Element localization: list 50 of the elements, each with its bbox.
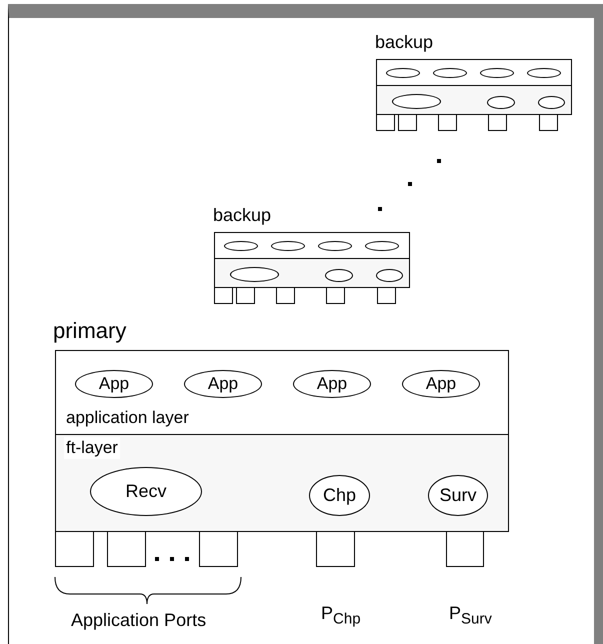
process-ellipse: Chp <box>309 475 370 516</box>
process-ellipse <box>538 96 565 109</box>
port-box <box>438 114 457 131</box>
process-ellipse: App <box>402 370 480 398</box>
layer-box <box>214 232 410 259</box>
machine-label: backup <box>375 32 434 53</box>
port-box <box>398 114 417 131</box>
port-box <box>326 287 345 304</box>
port-box <box>316 531 355 567</box>
process-ellipse <box>480 68 514 78</box>
process-ellipse <box>230 267 279 282</box>
layer-box <box>55 350 509 435</box>
port-box <box>214 287 233 304</box>
process-ellipse <box>224 241 258 251</box>
port-label: P$_{Chp}$ <box>321 603 361 628</box>
process-ellipse <box>527 68 561 78</box>
machine-label: backup <box>213 205 272 226</box>
port-box <box>107 531 146 567</box>
port-box <box>539 114 558 131</box>
process-ellipse <box>433 68 467 78</box>
process-ellipse <box>271 241 305 251</box>
process-ellipse <box>318 241 352 251</box>
process-ellipse: App <box>293 370 371 398</box>
layer-label: application layer <box>66 408 189 428</box>
layer-box <box>55 434 509 532</box>
process-ellipse <box>392 94 441 109</box>
process-ellipse <box>325 269 353 282</box>
machine-label: primary <box>53 318 126 344</box>
port-box <box>446 531 484 567</box>
layer-label: ft-layer <box>64 437 120 459</box>
process-ellipse <box>365 241 399 251</box>
group-label: Application Ports <box>71 610 206 631</box>
port-box <box>276 287 295 304</box>
layer-box <box>376 59 572 86</box>
process-ellipse: Recv <box>90 467 202 516</box>
process-ellipse <box>487 96 515 109</box>
process-ellipse <box>386 68 420 78</box>
port-box <box>55 531 94 567</box>
port-box <box>199 531 238 567</box>
port-box <box>377 287 396 304</box>
layer-box <box>214 258 410 288</box>
port-box <box>488 114 507 131</box>
process-ellipse: App <box>184 370 262 398</box>
process-ellipse: App <box>75 370 153 398</box>
process-ellipse: Surv <box>428 475 488 516</box>
port-box <box>376 114 395 131</box>
port-box <box>236 287 255 304</box>
process-ellipse <box>376 269 403 282</box>
layer-box <box>376 85 572 115</box>
port-label: P$_{Surv}$ <box>449 603 492 628</box>
